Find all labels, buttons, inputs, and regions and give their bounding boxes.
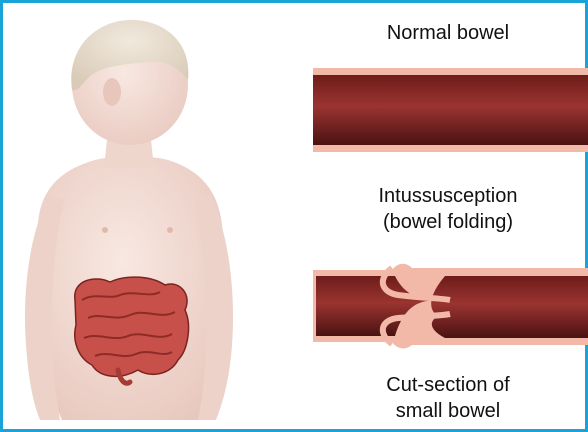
intussusception-label: Intussusception (bowel folding) [338,183,558,235]
intussusception-tube [313,264,588,349]
intussusception-line1: Intussusception [338,183,558,209]
normal-bowel-label: Normal bowel [338,20,558,46]
cut-section-label: Cut-section of small bowel [338,372,558,424]
normal-bowel-tube [313,68,588,152]
cut-section-line2: small bowel [338,398,558,424]
intussusception-line2: (bowel folding) [338,209,558,235]
cut-section-line1: Cut-section of [338,372,558,398]
